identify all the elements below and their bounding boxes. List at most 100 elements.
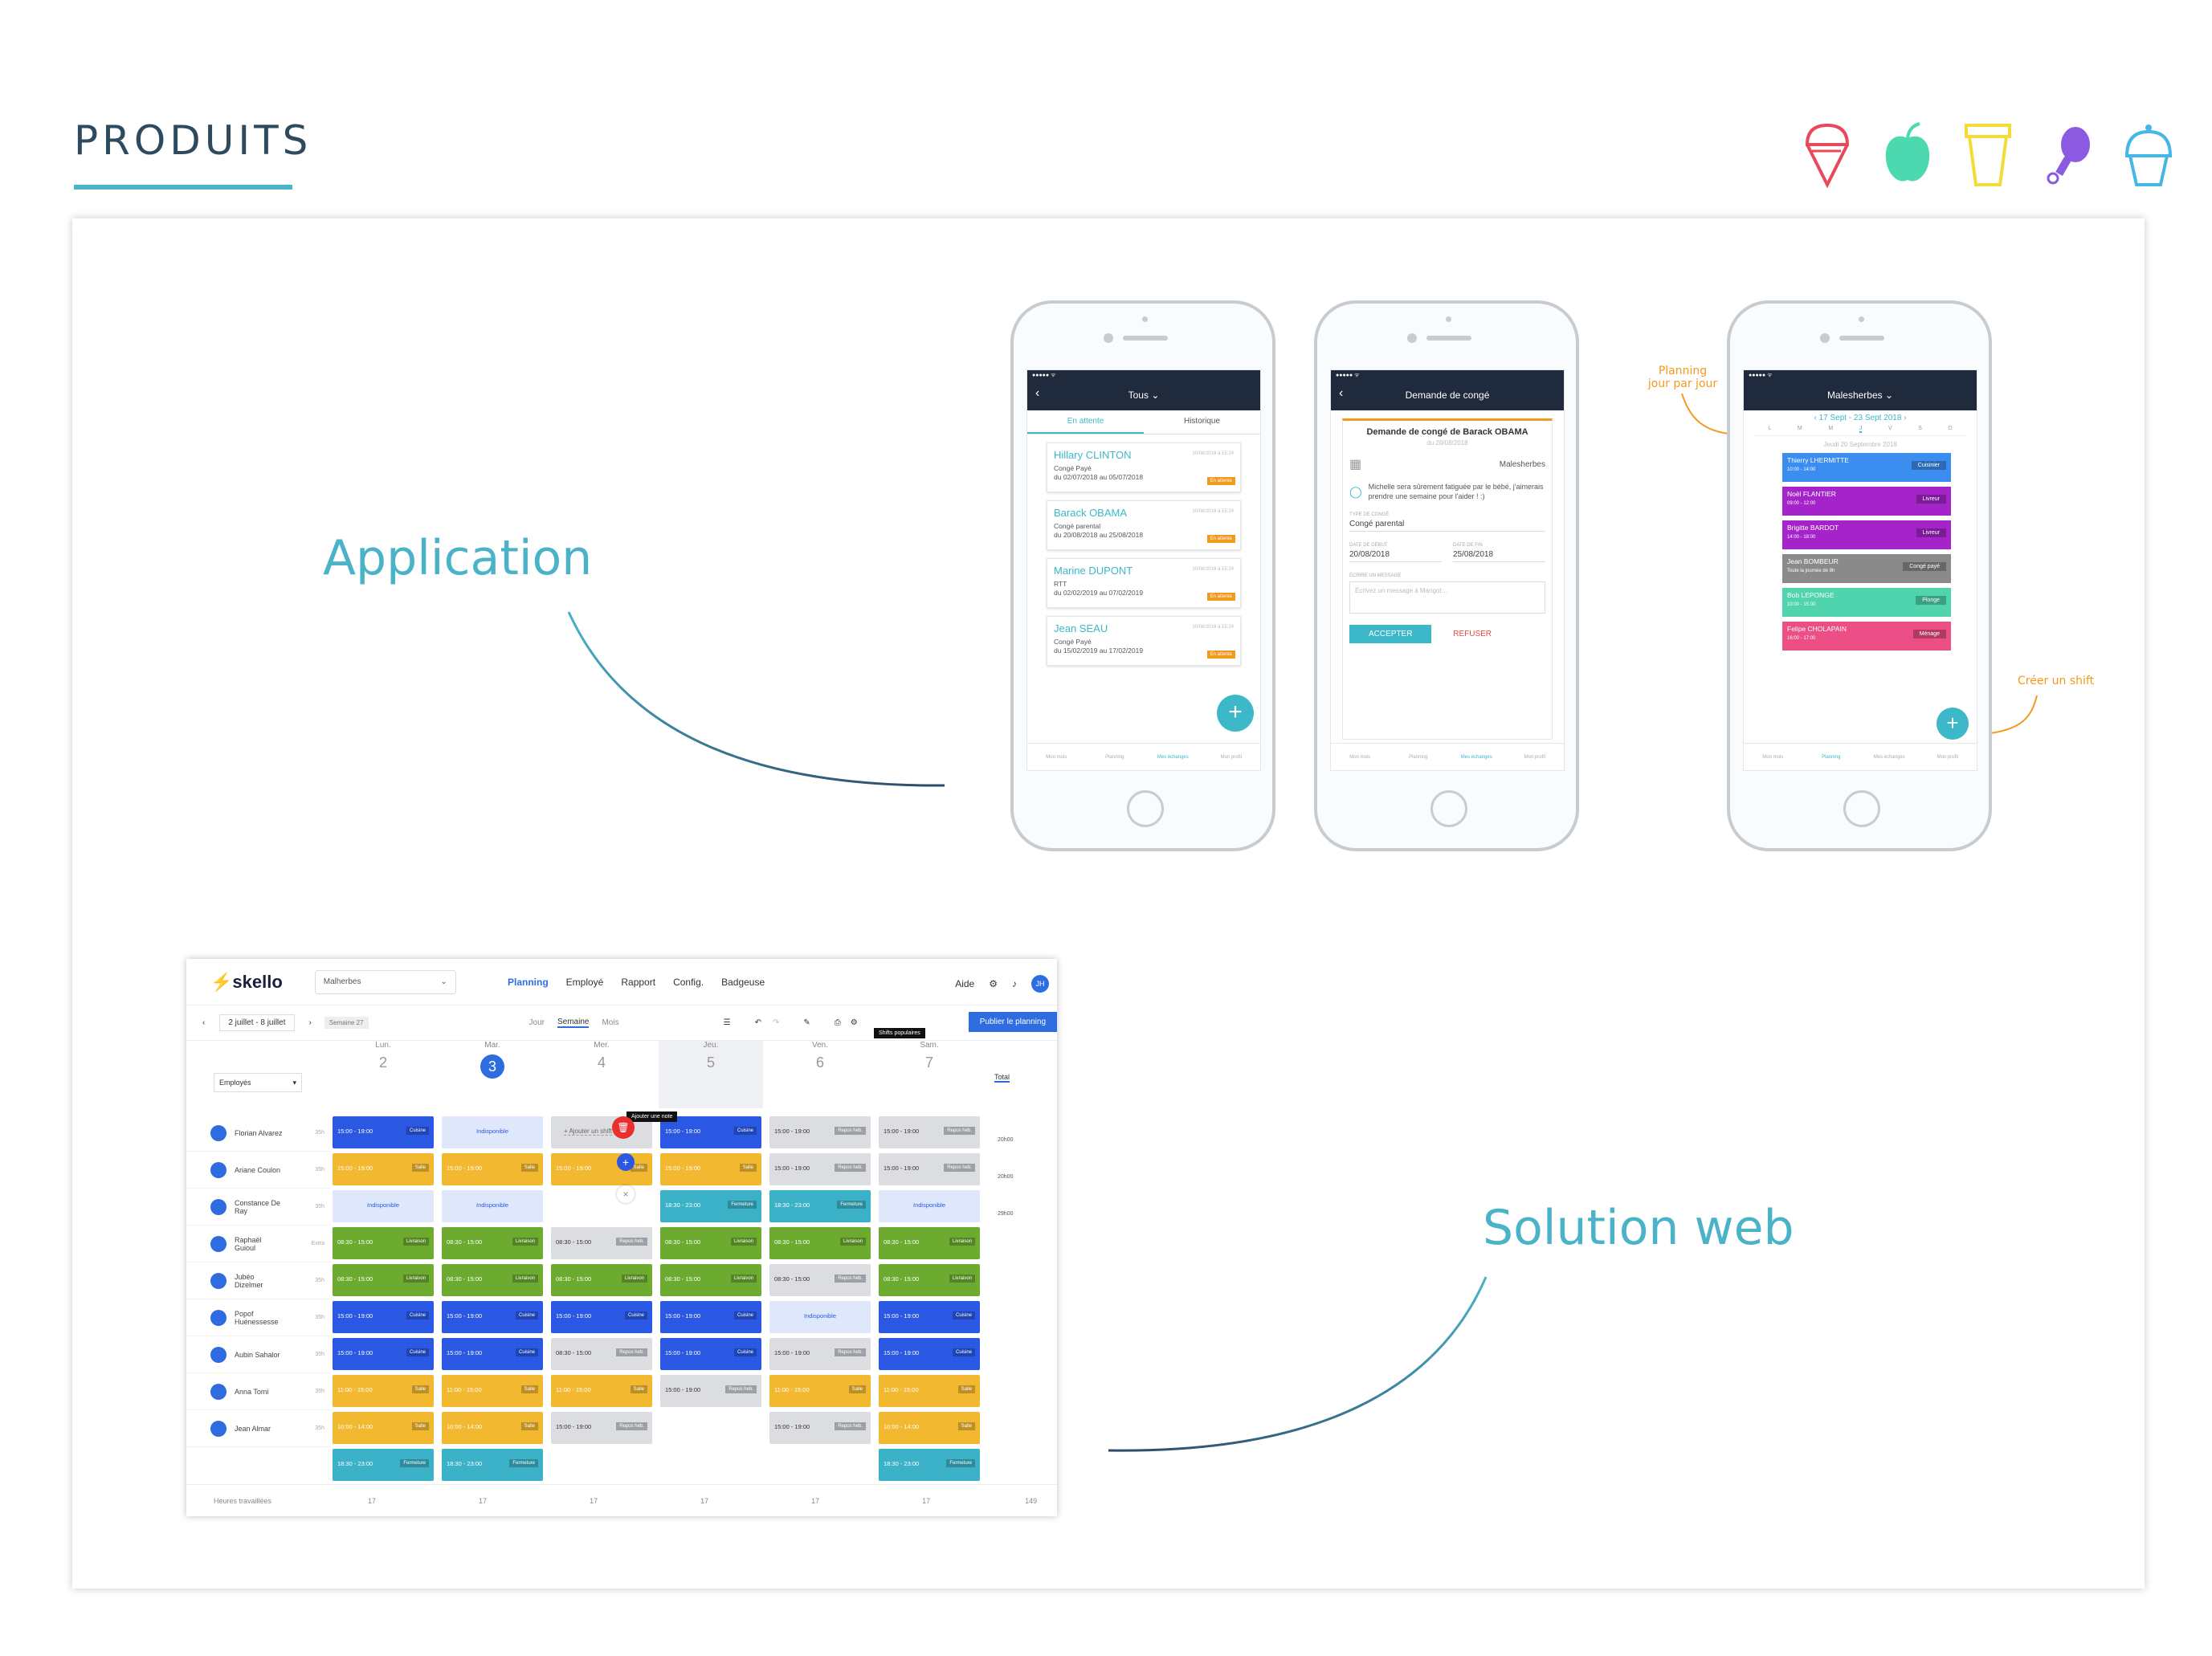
back-icon[interactable]: ‹	[1035, 386, 1040, 400]
day-header[interactable]: Lun.2	[331, 1041, 435, 1108]
next-week-icon[interactable]: ›	[308, 1018, 312, 1027]
view-day[interactable]: Jour	[529, 1018, 545, 1027]
shift-cell[interactable]: Indisponible	[442, 1116, 543, 1148]
magic-icon[interactable]: ✎	[803, 1018, 810, 1027]
day-tue[interactable]: M	[1797, 426, 1802, 431]
day-mon[interactable]: L	[1768, 426, 1772, 431]
nav-employee[interactable]: Employé	[565, 977, 604, 988]
tabbar-profile[interactable]: Mon profil	[1220, 754, 1242, 760]
type-select[interactable]: Congé parental	[1349, 517, 1545, 532]
nav-config[interactable]: Config.	[673, 977, 704, 988]
day-fri[interactable]: V	[1888, 426, 1892, 431]
day-wed[interactable]: M	[1828, 426, 1834, 431]
day-thu[interactable]: J	[1859, 426, 1863, 433]
establishment-select[interactable]: Malherbes ⌄	[314, 969, 456, 994]
tabbar-home[interactable]: Mon mois	[1349, 754, 1371, 760]
nav-report[interactable]: Rapport	[621, 977, 656, 988]
home-button[interactable]	[1127, 790, 1164, 827]
tabbar-planning[interactable]: Planning	[1822, 754, 1841, 760]
tab-pending[interactable]: En attente	[1027, 410, 1144, 434]
day-header[interactable]: Mar.3	[440, 1041, 545, 1108]
home-button[interactable]	[1430, 790, 1467, 827]
day-header[interactable]: Jeu.5	[659, 1041, 763, 1108]
nav-title[interactable]: Tous ⌄	[1027, 390, 1260, 401]
tabbar-exchanges[interactable]: Mes échanges	[1460, 754, 1492, 760]
view-month[interactable]: Mois	[602, 1018, 619, 1027]
nav-planning[interactable]: Planning	[508, 977, 549, 988]
gear-icon[interactable]: ⚙	[989, 978, 998, 989]
help-link[interactable]: Aide	[955, 978, 975, 989]
tabbar-home[interactable]: Mon mois	[1762, 754, 1784, 760]
day-sat[interactable]: S	[1918, 426, 1922, 431]
shift-cell[interactable]: Indisponible	[769, 1301, 871, 1333]
day-header[interactable]: Mer.4	[549, 1041, 654, 1108]
tabbar-exchanges[interactable]: Mes échanges	[1873, 754, 1905, 760]
request-card[interactable]: Jean SEAU Congé Payé du 15/02/2019 au 17…	[1047, 616, 1241, 666]
week-selector[interactable]: ‹ 17 Sept - 23 Sept 2018 ›	[1814, 414, 1907, 422]
request-card[interactable]: Barack OBAMA Congé parental du 20/08/201…	[1047, 500, 1241, 550]
home-button[interactable]	[1843, 790, 1880, 827]
prev-week-icon[interactable]: ‹	[202, 1018, 206, 1027]
avatar[interactable]: JH	[1031, 975, 1049, 993]
tabbar-exchanges[interactable]: Mes échanges	[1157, 754, 1189, 760]
day-sun[interactable]: D	[1948, 426, 1953, 431]
nav-title[interactable]: Malesherbes ⌄	[1744, 390, 1977, 401]
shift-cell[interactable]: Indisponible	[879, 1190, 980, 1222]
bell-icon[interactable]: ♪	[1012, 978, 1017, 989]
shift-cell[interactable]: Indisponible	[333, 1190, 434, 1222]
trash-icon[interactable]: 🗑	[612, 1116, 635, 1139]
close-icon[interactable]: ×	[617, 1185, 635, 1203]
shift-cell[interactable]: Indisponible	[442, 1190, 543, 1222]
start-date-field[interactable]: 20/08/2018	[1349, 548, 1442, 562]
undo-icon[interactable]: ↶	[754, 1018, 761, 1027]
request-card[interactable]: Marine DUPONT RTT du 02/02/2019 au 07/02…	[1047, 558, 1241, 608]
tabbar-home[interactable]: Mon mois	[1046, 754, 1067, 760]
request-card[interactable]: Hillary CLINTON Congé Payé du 02/07/2018…	[1047, 443, 1241, 492]
message-input[interactable]: Écrivez un message à Marigot…	[1349, 581, 1545, 614]
print-icon[interactable]: ⎙	[834, 1018, 841, 1027]
day-header[interactable]: Ven.6	[768, 1041, 872, 1108]
create-shift-button[interactable]: +	[1937, 708, 1969, 740]
date-range[interactable]: 2 juillet - 8 juillet	[219, 1014, 295, 1031]
